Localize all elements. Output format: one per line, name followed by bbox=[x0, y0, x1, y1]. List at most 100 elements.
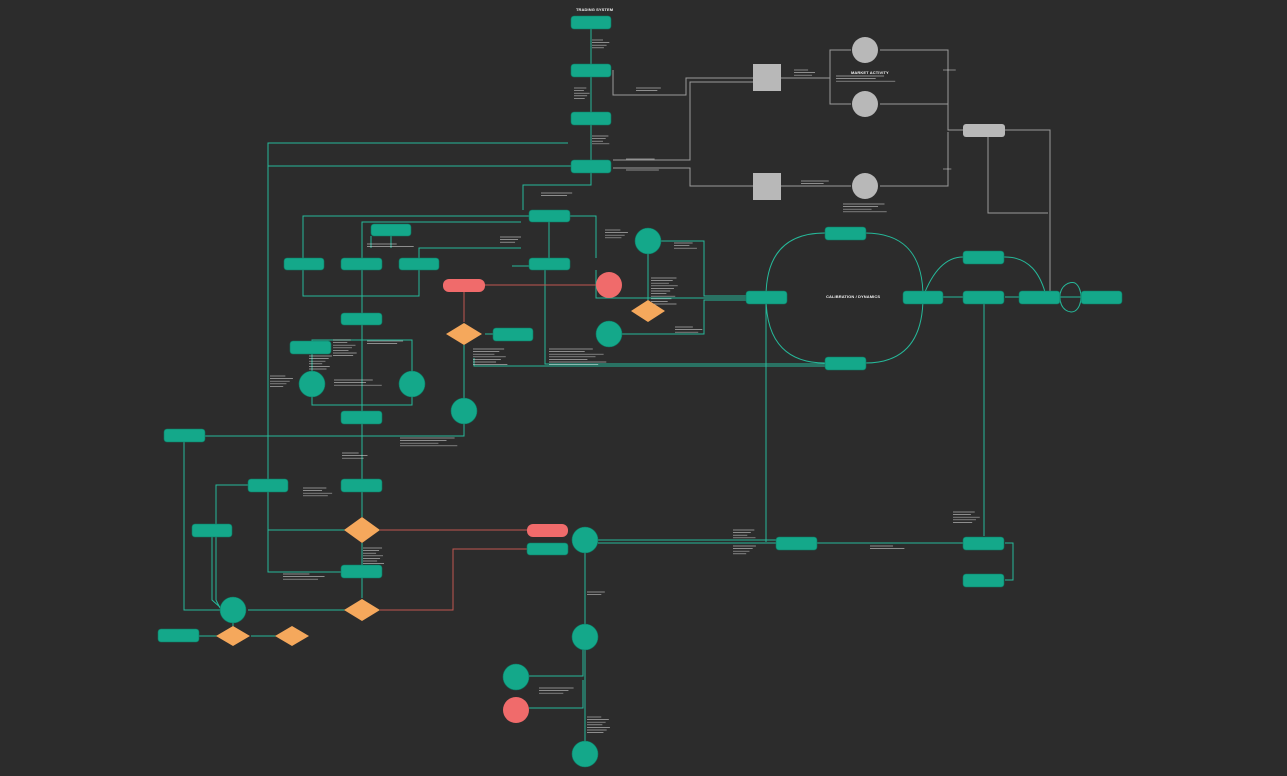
annotation-block-17 bbox=[675, 326, 703, 333]
teal-connector-28 bbox=[622, 299, 748, 335]
teal-connector-10 bbox=[570, 215, 597, 258]
annotation-block-37 bbox=[587, 716, 610, 733]
process-box-24 bbox=[962, 250, 1005, 265]
annotation-block-28 bbox=[303, 487, 333, 497]
teal-connector-18 bbox=[311, 396, 413, 406]
annotation-block-21 bbox=[333, 339, 357, 356]
node-layer bbox=[157, 15, 1123, 768]
teal-connector-50 bbox=[529, 680, 584, 709]
market-data-store-0 bbox=[753, 64, 781, 91]
process-box-21 bbox=[824, 226, 867, 241]
gray-connector-0 bbox=[612, 70, 753, 96]
error-terminal-box bbox=[443, 279, 485, 292]
process-box-23 bbox=[902, 290, 944, 305]
teal-connector-13 bbox=[302, 270, 420, 297]
process-box-22 bbox=[824, 356, 867, 371]
annotation-block-22 bbox=[367, 340, 404, 344]
gray-connector-2 bbox=[613, 167, 753, 187]
annotation-block-19 bbox=[473, 348, 508, 365]
teal-connector-24 bbox=[473, 358, 825, 367]
decision-diamond-4 bbox=[216, 626, 250, 646]
process-box-7 bbox=[283, 257, 325, 271]
teal-connector-4 bbox=[267, 142, 591, 167]
diagram-title: TRADING SYSTEM bbox=[576, 7, 614, 12]
process-box-28 bbox=[775, 536, 818, 551]
process-box-6 bbox=[370, 223, 412, 237]
process-box-8 bbox=[340, 257, 383, 271]
process-box-2 bbox=[570, 111, 612, 126]
process-box-0 bbox=[570, 15, 612, 30]
teal-connector-8 bbox=[361, 221, 521, 258]
process-box-17 bbox=[191, 523, 233, 538]
state-circle-0 bbox=[634, 227, 662, 255]
gray-connector-1 bbox=[613, 81, 753, 161]
state-circle-7 bbox=[571, 623, 599, 651]
process-box-16 bbox=[247, 478, 289, 493]
annotation-block-31 bbox=[587, 591, 605, 595]
teal-connector-46 bbox=[1005, 542, 1014, 581]
annotation-block-29 bbox=[363, 547, 385, 564]
annotation-block-1 bbox=[574, 87, 590, 99]
rejection-terminal-box bbox=[527, 524, 568, 537]
teal-connector-23 bbox=[544, 270, 825, 365]
process-box-15 bbox=[340, 478, 383, 493]
state-circle-2 bbox=[298, 370, 326, 398]
annotation-block-0 bbox=[592, 39, 610, 49]
failure-state-circle bbox=[596, 272, 622, 298]
gray-connector-10 bbox=[987, 137, 1048, 214]
process-box-29 bbox=[962, 536, 1005, 551]
annotation-block-25 bbox=[334, 379, 382, 386]
decision-diamond-1 bbox=[446, 323, 482, 345]
market-activity-heading: MARKET ACTIVITY bbox=[851, 70, 889, 75]
decision-diamond-5 bbox=[275, 626, 309, 646]
process-box-5 bbox=[528, 257, 571, 271]
process-box-26 bbox=[1018, 290, 1061, 305]
annotation-block-35 bbox=[953, 511, 980, 523]
annotation-block-8 bbox=[801, 180, 829, 184]
annotation-block-27 bbox=[342, 452, 368, 459]
annotation-block-12 bbox=[541, 192, 573, 196]
annotation-block-3 bbox=[636, 87, 661, 91]
annotation-block-2 bbox=[592, 135, 610, 145]
teal-connector-27 bbox=[660, 240, 748, 297]
process-box-25 bbox=[962, 290, 1005, 305]
process-box-11 bbox=[340, 312, 383, 326]
process-box-1 bbox=[570, 63, 612, 78]
annotation-block-4 bbox=[794, 69, 816, 76]
state-circle-6 bbox=[219, 596, 247, 624]
process-box-30 bbox=[962, 573, 1005, 588]
state-circle-3 bbox=[398, 370, 426, 398]
market-data-store-1 bbox=[753, 173, 781, 200]
annotation-block-26 bbox=[400, 437, 458, 447]
process-box-18 bbox=[340, 564, 383, 579]
process-box-20 bbox=[745, 290, 788, 305]
annotation-block-23 bbox=[309, 355, 332, 370]
annotation-block-36 bbox=[539, 687, 574, 694]
market-actor-circle-1 bbox=[852, 91, 878, 117]
process-box-31 bbox=[526, 542, 569, 556]
annotation-block-5 bbox=[836, 75, 896, 82]
teal-connector-7 bbox=[302, 215, 529, 258]
annotation-block-16 bbox=[651, 277, 678, 305]
annotation-block-14 bbox=[605, 229, 628, 239]
annotation-block-9 bbox=[843, 203, 887, 213]
state-circle-5 bbox=[571, 526, 599, 554]
gray-connector-6 bbox=[880, 49, 963, 131]
terminal-failure-circle bbox=[503, 697, 529, 723]
teal-connector-32 bbox=[183, 442, 220, 611]
teal-connector-26 bbox=[595, 270, 748, 299]
annotation-layer bbox=[270, 39, 980, 733]
annotation-block-33 bbox=[733, 545, 756, 555]
annotation-block-15 bbox=[674, 242, 697, 249]
process-box-19 bbox=[157, 628, 200, 643]
state-circle-1 bbox=[595, 320, 623, 348]
cycle-heading: CALIBRATION / DYNAMICS bbox=[826, 294, 881, 299]
annotation-block-18 bbox=[549, 348, 607, 365]
teal-connector-9 bbox=[418, 247, 521, 258]
decision-diamond-3 bbox=[344, 599, 380, 621]
annotation-block-32 bbox=[733, 529, 756, 539]
state-circle-8 bbox=[502, 663, 530, 691]
process-box-4 bbox=[528, 209, 571, 223]
teal-connector-37 bbox=[267, 490, 341, 573]
